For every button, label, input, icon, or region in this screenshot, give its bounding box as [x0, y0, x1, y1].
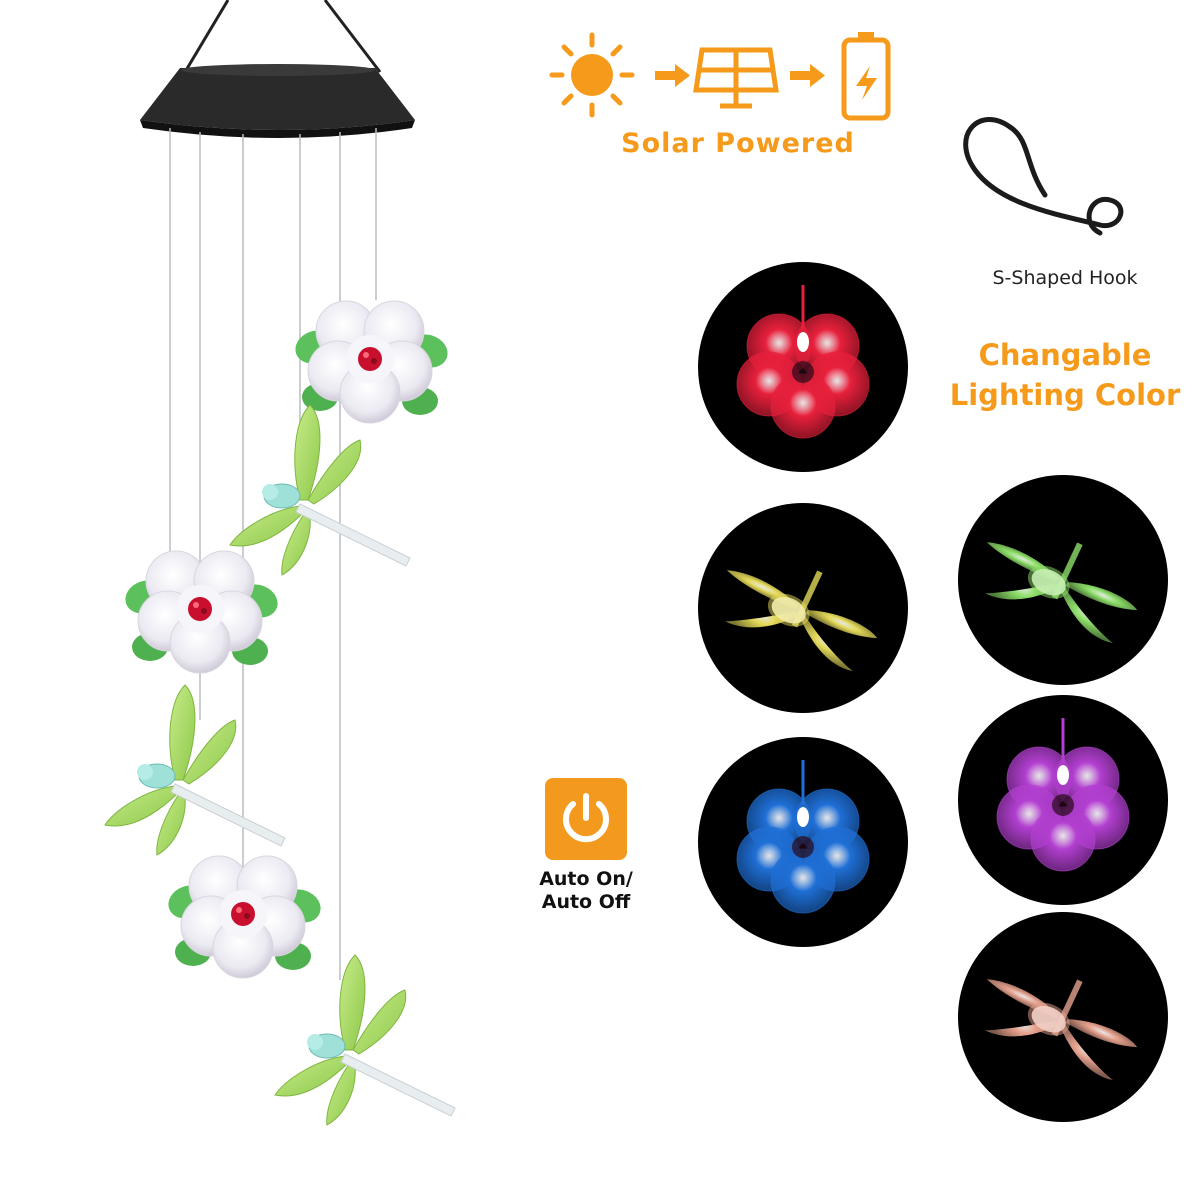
flower-ornament	[996, 718, 1130, 872]
auto-on-off-badge	[545, 778, 627, 860]
auto-on-off-label: Auto On/ Auto Off	[520, 868, 652, 914]
dragonfly-ornament	[725, 570, 878, 672]
light-variant-blue-flower	[698, 737, 908, 947]
solar-chain-graphic	[549, 32, 891, 121]
product-wind-chime-image	[104, 0, 456, 1126]
lighting-heading-line-2: Lighting Color	[949, 378, 1181, 412]
lighting-color-heading: Changable Lighting Color	[935, 335, 1195, 415]
s-hook-icon	[963, 117, 1124, 236]
arrow-right-icon	[790, 64, 825, 87]
light-variant-green-dragonfly	[958, 475, 1168, 685]
solar-powered-label: Solar Powered	[621, 128, 855, 159]
flower-ornament	[736, 760, 870, 914]
light-variant-peach-dragonfly	[958, 912, 1168, 1122]
flower-ornament	[736, 285, 870, 439]
light-variant-red-flower	[698, 262, 908, 472]
s-hook-label: S-Shaped Hook	[992, 267, 1138, 289]
sun-icon	[549, 32, 635, 118]
dragonfly-ornament	[985, 979, 1138, 1081]
lighting-heading-line-1: Changable	[978, 338, 1152, 372]
auto-label-line-2: Auto Off	[541, 891, 631, 913]
power-icon	[563, 793, 609, 843]
auto-label-line-1: Auto On/	[539, 868, 633, 890]
dragonfly-ornament	[985, 542, 1138, 644]
light-variant-yellow-dragonfly	[698, 503, 908, 713]
solar-powered-feature: Solar Powered	[540, 28, 900, 168]
solar-panel-icon	[693, 47, 779, 109]
battery-charging-icon	[841, 32, 891, 121]
light-variant-purple-flower	[958, 695, 1168, 905]
s-hook-feature: S-Shaped Hook	[950, 95, 1180, 295]
arrow-right-icon	[655, 64, 690, 87]
